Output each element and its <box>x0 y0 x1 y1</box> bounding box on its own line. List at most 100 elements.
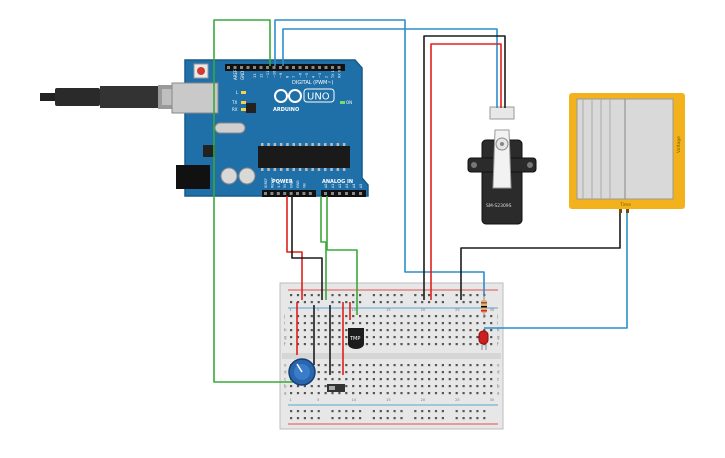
breadboard-hole[interactable] <box>476 336 479 339</box>
breadboard-hole[interactable] <box>483 364 486 367</box>
breadboard-hole[interactable] <box>345 385 348 388</box>
breadboard-hole[interactable] <box>476 315 479 318</box>
rail-hole[interactable] <box>462 417 465 420</box>
rail-hole[interactable] <box>379 301 382 304</box>
breadboard-hole[interactable] <box>393 378 396 381</box>
red-led[interactable] <box>478 330 489 350</box>
breadboard-hole[interactable] <box>290 329 293 332</box>
breadboard-hole[interactable] <box>338 315 341 318</box>
breadboard-hole[interactable] <box>448 322 451 325</box>
header-hole[interactable] <box>308 192 312 195</box>
breadboard-hole[interactable] <box>490 343 493 346</box>
rail-hole[interactable] <box>317 410 320 413</box>
breadboard-hole[interactable] <box>428 392 431 395</box>
rail-hole[interactable] <box>400 294 403 297</box>
breadboard-hole[interactable] <box>469 371 472 374</box>
breadboard-hole[interactable] <box>338 343 341 346</box>
breadboard-hole[interactable] <box>483 322 486 325</box>
rail-hole[interactable] <box>372 294 375 297</box>
rail-hole[interactable] <box>345 410 348 413</box>
breadboard-hole[interactable] <box>331 336 334 339</box>
header-hole[interactable] <box>253 66 256 69</box>
rail-hole[interactable] <box>372 417 375 420</box>
rail-hole[interactable] <box>379 410 382 413</box>
breadboard-hole[interactable] <box>290 315 293 318</box>
breadboard-hole[interactable] <box>490 378 493 381</box>
breadboard-hole[interactable] <box>317 378 320 381</box>
rail-hole[interactable] <box>338 410 341 413</box>
breadboard-hole[interactable] <box>469 329 472 332</box>
breadboard-hole[interactable] <box>414 385 417 388</box>
breadboard-hole[interactable] <box>483 371 486 374</box>
rail-hole[interactable] <box>414 417 417 420</box>
breadboard-hole[interactable] <box>324 343 327 346</box>
rail-hole[interactable] <box>359 301 362 304</box>
breadboard-hole[interactable] <box>296 336 300 339</box>
breadboard-hole[interactable] <box>345 392 348 395</box>
breadboard-hole[interactable] <box>469 322 472 325</box>
wire-green-pot[interactable] <box>213 19 294 383</box>
rail-hole[interactable] <box>476 294 479 297</box>
rail-hole[interactable] <box>462 410 465 413</box>
breadboard-hole[interactable] <box>400 329 403 332</box>
breadboard-hole[interactable] <box>386 336 389 339</box>
rail-hole[interactable] <box>462 301 465 304</box>
rail-hole[interactable] <box>476 417 479 420</box>
breadboard-hole[interactable] <box>490 322 493 325</box>
breadboard-hole[interactable] <box>345 378 348 381</box>
rail-hole[interactable] <box>434 294 438 297</box>
breadboard-hole[interactable] <box>303 315 306 318</box>
rail-hole[interactable] <box>414 410 417 413</box>
breadboard-hole[interactable] <box>365 322 369 325</box>
breadboard-hole[interactable] <box>462 392 465 395</box>
rail-hole[interactable] <box>345 417 348 420</box>
rail-hole[interactable] <box>421 410 424 413</box>
breadboard-hole[interactable] <box>407 336 410 339</box>
rail-hole[interactable] <box>469 301 472 304</box>
wire-blue-led[interactable] <box>274 19 485 295</box>
breadboard-hole[interactable] <box>428 322 431 325</box>
breadboard-hole[interactable] <box>386 385 389 388</box>
breadboard-hole[interactable] <box>448 392 451 395</box>
rail-hole[interactable] <box>476 410 479 413</box>
breadboard-hole[interactable] <box>455 378 458 381</box>
breadboard-hole[interactable] <box>386 329 389 332</box>
breadboard-hole[interactable] <box>352 385 355 388</box>
breadboard-hole[interactable] <box>441 371 444 374</box>
breadboard-hole[interactable] <box>379 336 382 339</box>
breadboard-hole[interactable] <box>462 371 465 374</box>
header-hole[interactable] <box>276 192 280 195</box>
header-hole[interactable] <box>331 192 334 195</box>
breadboard-hole[interactable] <box>324 364 327 367</box>
rail-hole[interactable] <box>345 301 348 304</box>
rail-hole[interactable] <box>296 301 300 304</box>
breadboard-hole[interactable] <box>331 371 334 374</box>
breadboard-hole[interactable] <box>434 364 438 367</box>
rail-hole[interactable] <box>290 417 293 420</box>
breadboard-hole[interactable] <box>317 329 320 332</box>
breadboard-hole[interactable] <box>469 378 472 381</box>
breadboard-hole[interactable] <box>441 322 444 325</box>
breadboard-hole[interactable] <box>476 329 479 332</box>
switch-toggle[interactable] <box>329 386 335 390</box>
rail-hole[interactable] <box>414 294 417 297</box>
header-hole[interactable] <box>318 66 321 69</box>
breadboard-hole[interactable] <box>372 343 375 346</box>
rail-hole[interactable] <box>352 301 355 304</box>
rail-hole[interactable] <box>455 417 458 420</box>
breadboard-hole[interactable] <box>296 315 300 318</box>
rail-hole[interactable] <box>400 301 403 304</box>
header-hole[interactable] <box>337 66 341 69</box>
breadboard-hole[interactable] <box>483 378 486 381</box>
breadboard-hole[interactable] <box>345 315 348 318</box>
breadboard-hole[interactable] <box>469 336 472 339</box>
breadboard-hole[interactable] <box>421 378 424 381</box>
breadboard-hole[interactable] <box>469 392 472 395</box>
breadboard-hole[interactable] <box>296 329 300 332</box>
breadboard-hole[interactable] <box>317 322 320 325</box>
breadboard-hole[interactable] <box>331 315 334 318</box>
rail-hole[interactable] <box>393 301 396 304</box>
breadboard-hole[interactable] <box>379 378 382 381</box>
breadboard-hole[interactable] <box>434 385 438 388</box>
breadboard-hole[interactable] <box>386 371 389 374</box>
